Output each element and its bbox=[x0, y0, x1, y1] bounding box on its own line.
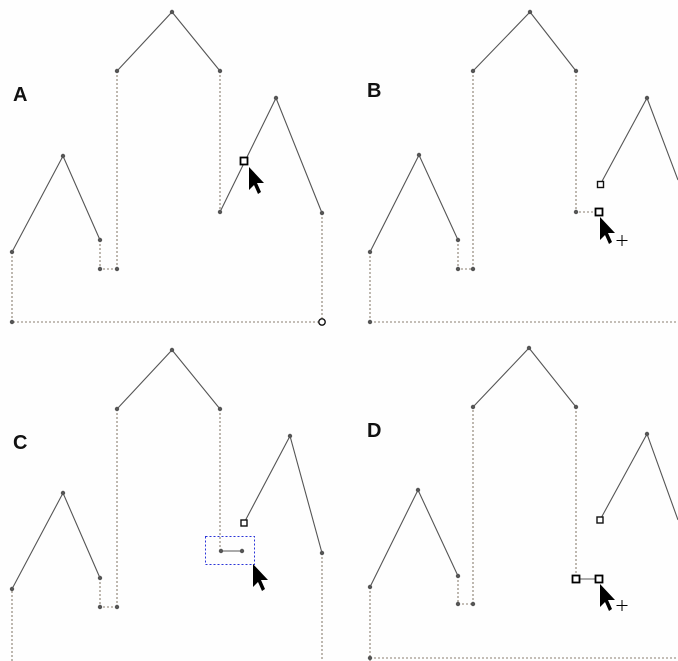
anchor-point bbox=[9, 319, 15, 325]
anchor-point bbox=[415, 487, 421, 493]
move-icon bbox=[616, 235, 628, 246]
anchor-point bbox=[367, 584, 373, 590]
path-segment bbox=[243, 434, 323, 554]
anchor-points bbox=[367, 345, 650, 661]
anchor-point bbox=[217, 209, 223, 215]
anchor-points bbox=[367, 9, 650, 325]
path-segment bbox=[116, 11, 221, 72]
anchor-point bbox=[573, 209, 579, 215]
panel-b: B bbox=[367, 9, 678, 325]
selection-marquee bbox=[205, 536, 255, 565]
panel-c: C bbox=[9, 347, 325, 661]
open-anchor-point bbox=[596, 180, 605, 189]
anchor-point bbox=[470, 266, 476, 272]
path-segment bbox=[472, 11, 577, 72]
anchor-point bbox=[455, 601, 461, 607]
selected-anchor-point bbox=[594, 207, 604, 217]
anchor-point bbox=[218, 548, 224, 554]
anchor-point bbox=[573, 404, 579, 410]
anchor-point bbox=[97, 237, 103, 243]
end-anchor-point bbox=[318, 318, 326, 326]
anchor-point bbox=[114, 266, 120, 272]
pointer-cursor-icon bbox=[600, 584, 615, 611]
anchor-points bbox=[9, 347, 325, 610]
anchor-point bbox=[644, 431, 650, 437]
anchor-point bbox=[217, 406, 223, 412]
panel-d-label: D bbox=[367, 420, 381, 442]
path-segment bbox=[99, 578, 117, 608]
open-anchor-point bbox=[240, 519, 248, 527]
panel-a: A bbox=[9, 9, 326, 326]
pointer-cursor-icon bbox=[253, 564, 268, 591]
path-segment bbox=[575, 71, 598, 213]
anchor-point bbox=[9, 249, 15, 255]
anchor-point bbox=[273, 95, 279, 101]
anchor-point bbox=[527, 9, 533, 15]
selected-anchor-point bbox=[239, 156, 249, 166]
anchor-point bbox=[470, 601, 476, 607]
pointer-cursor-icon bbox=[249, 167, 264, 194]
anchor-point bbox=[114, 604, 120, 610]
anchor-point bbox=[526, 345, 532, 351]
anchor-point bbox=[455, 237, 461, 243]
path-segment bbox=[599, 432, 678, 521]
anchor-point bbox=[97, 266, 103, 272]
anchor-point bbox=[114, 68, 120, 74]
anchor-point bbox=[367, 655, 373, 661]
anchor-point bbox=[319, 550, 325, 556]
anchor-point bbox=[9, 586, 15, 592]
panel-c-label: C bbox=[13, 432, 27, 454]
anchor-point bbox=[455, 266, 461, 272]
open-anchor-point bbox=[596, 516, 604, 524]
anchor-point bbox=[416, 152, 422, 158]
path-segment bbox=[599, 96, 678, 186]
anchor-point bbox=[60, 490, 66, 496]
selected-anchor-point bbox=[571, 574, 581, 584]
panel-d: D bbox=[367, 345, 678, 661]
anchor-point bbox=[644, 95, 650, 101]
anchor-point bbox=[319, 210, 325, 216]
panel-a-label: A bbox=[13, 84, 27, 106]
path-segment bbox=[369, 153, 459, 253]
anchor-point bbox=[217, 68, 223, 74]
anchor-point bbox=[470, 68, 476, 74]
anchor-point bbox=[114, 406, 120, 412]
anchor-point bbox=[169, 347, 175, 353]
path-segment bbox=[99, 240, 117, 270]
anchor-point bbox=[239, 548, 245, 554]
pointer-cursor-icon bbox=[600, 217, 615, 244]
path-segment bbox=[11, 491, 101, 590]
anchor-points bbox=[9, 9, 326, 326]
path-segment bbox=[219, 96, 323, 214]
path-segment bbox=[116, 349, 221, 410]
path-segment bbox=[12, 213, 323, 323]
anchor-point bbox=[97, 575, 103, 581]
anchor-point bbox=[97, 604, 103, 610]
anchor-point bbox=[367, 319, 373, 325]
anchor-point bbox=[470, 404, 476, 410]
path-segment bbox=[369, 488, 459, 588]
anchor-point bbox=[367, 249, 373, 255]
anchor-point bbox=[455, 573, 461, 579]
path-segment bbox=[472, 347, 577, 408]
anchor-point bbox=[60, 153, 66, 159]
anchor-point bbox=[169, 9, 175, 15]
selected-anchor-point bbox=[594, 574, 604, 584]
anchor-point bbox=[287, 433, 293, 439]
path-segment bbox=[457, 576, 473, 605]
panel-b-label: B bbox=[367, 80, 381, 102]
path-segment bbox=[11, 154, 101, 253]
move-icon bbox=[616, 600, 628, 611]
path-segment bbox=[457, 240, 473, 270]
anchor-point bbox=[573, 68, 579, 74]
